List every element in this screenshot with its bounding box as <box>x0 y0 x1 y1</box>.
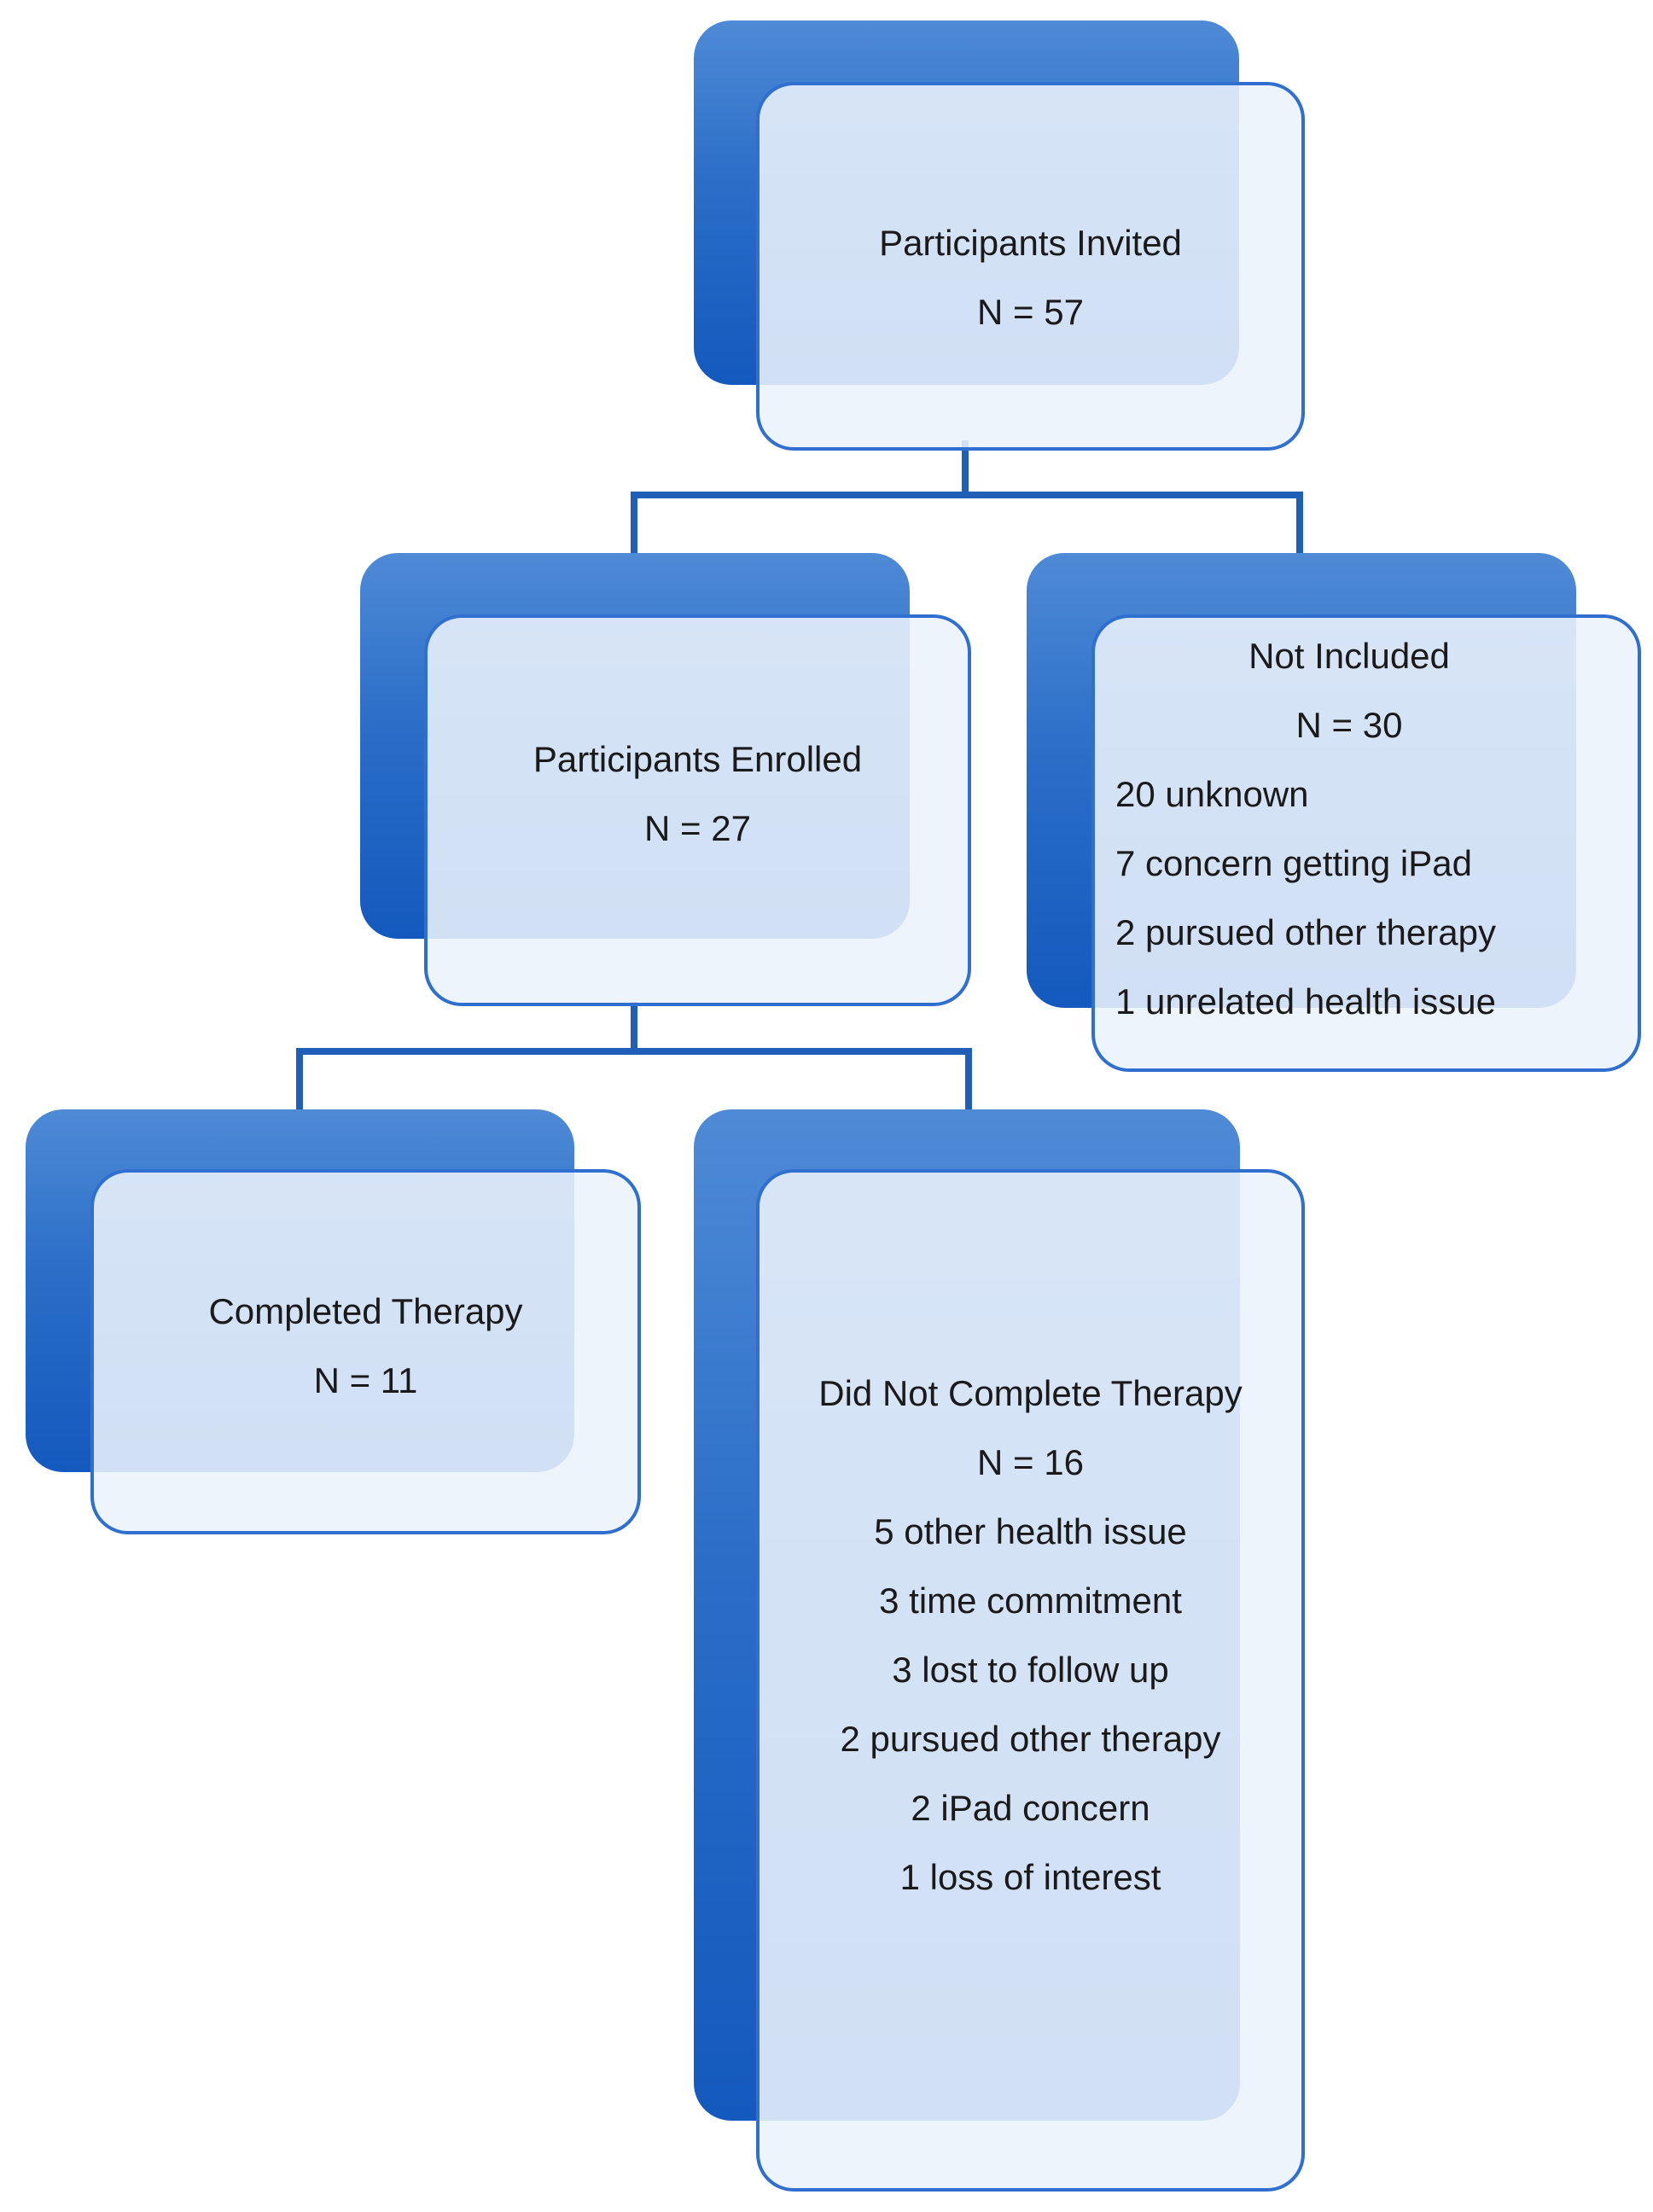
node-card: Completed Therapy N = 11 <box>90 1169 641 1534</box>
node-completed-therapy: Completed Therapy N = 11 <box>26 1109 641 1534</box>
node-card: Participants Invited N = 57 <box>756 82 1305 451</box>
node-count: N = 30 <box>1295 705 1403 745</box>
node-count: N = 16 <box>977 1442 1084 1482</box>
node-count: N = 27 <box>644 807 751 848</box>
node-reason: 3 time commitment <box>879 1580 1182 1621</box>
node-title: Did Not Complete Therapy <box>818 1373 1243 1413</box>
node-participants-enrolled: Participants Enrolled N = 27 <box>360 553 971 1006</box>
node-reason: 1 unrelated health issue <box>1115 981 1496 1022</box>
node-reason: 5 other health issue <box>874 1511 1187 1551</box>
node-reason: 3 lost to follow up <box>892 1650 1169 1690</box>
node-title: Not Included <box>1248 636 1450 676</box>
node-reason: 7 concern getting iPad <box>1115 843 1472 883</box>
node-reason: 20 unknown <box>1115 774 1309 814</box>
node-card: Not Included N = 30 20 unknown 7 concern… <box>1091 614 1641 1072</box>
node-title: Participants Invited <box>879 223 1182 263</box>
node-card: Participants Enrolled N = 27 <box>424 614 971 1006</box>
node-card: Did Not Complete Therapy N = 16 5 other … <box>756 1169 1305 2192</box>
node-did-not-complete-therapy: Did Not Complete Therapy N = 16 5 other … <box>694 1109 1305 2192</box>
node-reason: 2 pursued other therapy <box>1115 912 1496 952</box>
node-reason: 2 pursued other therapy <box>840 1719 1221 1759</box>
node-count: N = 57 <box>977 292 1084 332</box>
node-reason: 2 iPad concern <box>911 1788 1150 1828</box>
node-reason: 1 loss of interest <box>899 1857 1161 1897</box>
node-title: Completed Therapy <box>208 1291 523 1331</box>
node-count: N = 11 <box>313 1360 418 1400</box>
node-not-included: Not Included N = 30 20 unknown 7 concern… <box>1027 553 1641 1072</box>
node-title: Participants Enrolled <box>533 738 863 779</box>
node-participants-invited: Participants Invited N = 57 <box>694 20 1305 451</box>
